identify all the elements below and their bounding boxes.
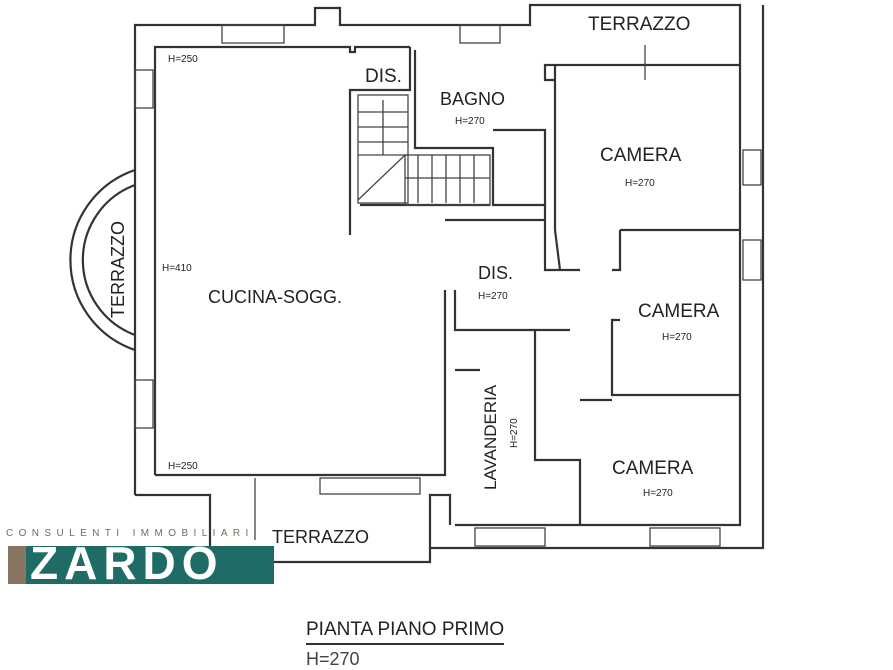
logo-name: ZARDO	[30, 538, 224, 582]
label-camera-3-height: H=270	[643, 488, 673, 499]
room-labels: TERRAZZO DIS. BAGNO H=270 CAMERA H=270 T…	[108, 14, 720, 547]
label-cucina-soggiorno: CUCINA-SOGG.	[208, 287, 342, 307]
plan-height: H=270	[306, 649, 360, 669]
windows	[134, 24, 762, 547]
label-kitchen-height-top: H=250	[168, 54, 198, 65]
label-camera-1: CAMERA	[600, 145, 682, 166]
staircase	[357, 94, 491, 206]
exterior-walls	[69, 3, 765, 564]
logo-band	[8, 546, 274, 584]
label-dis-mid: DIS.	[478, 263, 513, 283]
logo-bar	[8, 546, 26, 584]
logo-tagline: CONSULENTI IMMOBILIARI	[6, 528, 254, 539]
label-kitchen-height-mid: H=410	[162, 263, 192, 274]
label-terrazzo-bottom: TERRAZZO	[272, 527, 369, 547]
label-camera-2: CAMERA	[638, 301, 720, 322]
plan-title: PIANTA PIANO PRIMO	[306, 619, 505, 645]
label-lavanderia: LAVANDERIA	[481, 384, 500, 490]
label-lavanderia-height: H=270	[509, 418, 520, 448]
label-terrazzo-left: TERRAZZO	[108, 221, 128, 318]
label-dis-mid-height: H=270	[478, 291, 508, 302]
label-camera-1-height: H=270	[625, 178, 655, 189]
label-kitchen-height-bottom: H=250	[168, 461, 198, 472]
label-camera-3: CAMERA	[612, 458, 694, 479]
terrazzo-left-arc	[69, 168, 136, 352]
label-bagno-height: H=270	[455, 116, 485, 127]
label-terrazzo-top: TERRAZZO	[588, 14, 690, 35]
label-camera-2-height: H=270	[662, 332, 692, 343]
label-bagno: BAGNO	[440, 89, 505, 109]
label-dis-top: DIS.	[365, 66, 402, 87]
